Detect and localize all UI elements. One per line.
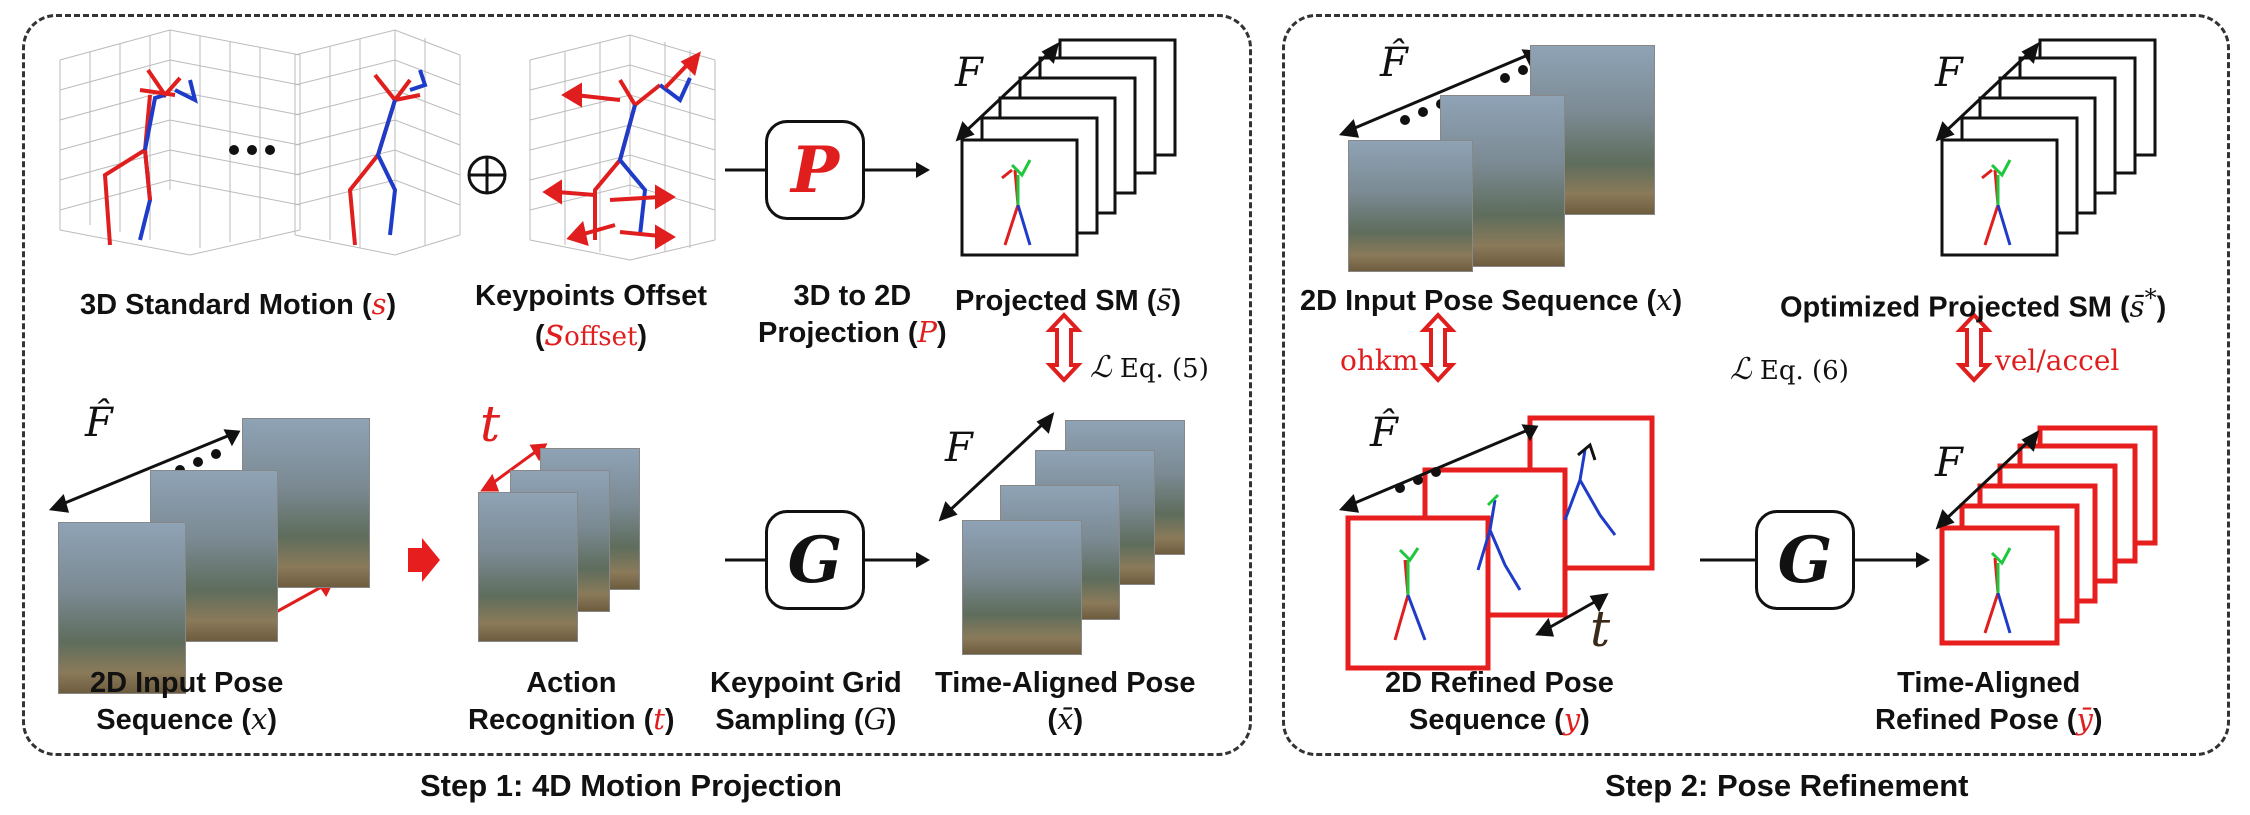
- vel-accel-label: vel/accel: [1995, 344, 2120, 377]
- aligned-refined-label: Time-Aligned Refined Pose (ȳ): [1875, 667, 2103, 736]
- grid-sampling-label: Keypoint Grid Sampling (G): [710, 667, 902, 736]
- fhat-symbol-input: F̂: [85, 400, 113, 446]
- fhat-symbol-refined: F̂: [1370, 410, 1398, 456]
- ohkm-label: ohkm: [1340, 344, 1419, 377]
- action-recognition-label: Action Recognition (t): [468, 667, 675, 736]
- step2-input-label: 2D Input Pose Sequence (x): [1300, 283, 1683, 317]
- ellipsis-dots-1: [229, 145, 275, 155]
- action-frame-1: [478, 492, 578, 642]
- t-symbol-refined: t: [1590, 600, 1611, 658]
- projection-letter: P: [790, 132, 840, 208]
- optimized-sm-skeleton: [1981, 159, 2012, 246]
- fhat-symbol-step2: F̂: [1380, 40, 1408, 86]
- loss-label-eq5: ℒ Eq. (5): [1090, 350, 1209, 385]
- step1-title: Step 1: 4D Motion Projection: [420, 768, 842, 803]
- projected-sm-skeleton: [1001, 159, 1032, 246]
- red-right-arrow: [408, 538, 440, 582]
- grid-sampling-box-g: G: [765, 510, 865, 610]
- step2-panel: [1282, 14, 2230, 756]
- f-symbol-optimized: F: [1935, 50, 1963, 96]
- projection-label: 3D to 2D Projection (P): [758, 280, 947, 349]
- step2-title: Step 2: Pose Refinement: [1605, 768, 1969, 803]
- ellipsis-dots-4: [1395, 467, 1441, 493]
- projection-box-p: P: [765, 120, 865, 220]
- optimized-sm-label: Optimized Projected SM (s̄*): [1780, 284, 2167, 324]
- loss-label-eq6: ℒ Eq. (6): [1730, 352, 1849, 387]
- projected-sm-frames: [960, 38, 1177, 257]
- 3d-grid-1: [59, 29, 301, 256]
- fhat-arrow-step1: [48, 429, 241, 513]
- skeleton-3d-1: [102, 68, 198, 246]
- offset-label: Keypoints Offset (soffset): [475, 280, 708, 354]
- f-arrow-aligned-refined: [1935, 430, 2040, 530]
- input-frame-1: [58, 522, 186, 694]
- input-sequence-label: 2D Input Pose Sequence (x): [90, 667, 284, 736]
- f-arrow-aligned: [938, 412, 1055, 522]
- aligned-refined-skeleton: [1983, 547, 2012, 634]
- aligned-refined-frames: [1939, 425, 2158, 646]
- loss-double-arrow-5: [1045, 312, 1083, 383]
- ohkm-double-arrow: [1419, 312, 1457, 383]
- t-arrow-refined: [1535, 593, 1609, 637]
- 3d-grid-2: [294, 29, 461, 256]
- aligned-frame-1: [962, 520, 1082, 655]
- optimized-sm-frames: [1940, 38, 2157, 257]
- step2-input-frame-1: [1348, 140, 1473, 272]
- t-arrow-action: [480, 443, 548, 492]
- oplus-icon: [467, 155, 507, 195]
- projected-sm-label: Projected SM (s̄): [955, 283, 1181, 317]
- time-aligned-label: Time-Aligned Pose (x̄): [935, 667, 1196, 736]
- grid-letter: G: [787, 522, 843, 598]
- refined-red-frames: [1345, 415, 1655, 671]
- t-symbol-action: t: [480, 395, 501, 453]
- fhat-arrow-refined: [1338, 424, 1539, 513]
- f-symbol-aligned-refined: F: [1935, 440, 1963, 486]
- refined-skeletons: [1393, 442, 1617, 641]
- f-symbol-projected: F: [955, 50, 983, 96]
- f-symbol-aligned: F: [945, 425, 973, 471]
- f-arrow-optimized: [1935, 42, 2040, 142]
- vel-double-arrow: [1955, 312, 1993, 383]
- offset-arrows: [542, 51, 701, 250]
- skeleton-3d-3: [593, 77, 692, 240]
- refined-sequence-label: 2D Refined Pose Sequence (y): [1385, 667, 1614, 736]
- step2-grid-box-g: G: [1755, 510, 1855, 610]
- std-motion-label: 3D Standard Motion (s): [80, 287, 397, 321]
- f-arrow-top: [955, 42, 1060, 142]
- skeleton-3d-2: [347, 69, 428, 246]
- step2-grid-letter: G: [1777, 522, 1833, 598]
- step1-panel: [22, 14, 1252, 756]
